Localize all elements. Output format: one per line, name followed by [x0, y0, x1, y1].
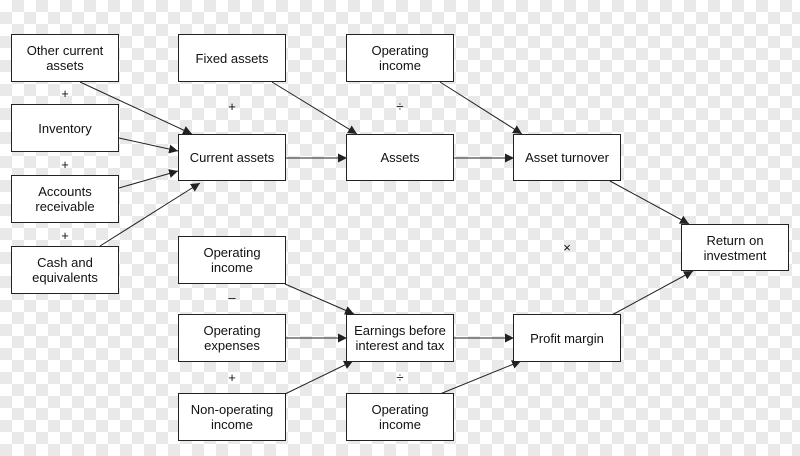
operator-plus: + [228, 99, 236, 114]
node-fixed-assets-label: Fixed assets [195, 50, 269, 66]
operator-plus: + [61, 228, 69, 243]
node-current-assets-label: Current assets [189, 150, 275, 165]
edge-asset-turnover-to-roi [609, 180, 690, 225]
edge-non-operating-income-to-ebit [284, 360, 354, 395]
node-fixed-assets: Fixed assets [178, 34, 286, 82]
edge-other-current-assets-to-current-assets [79, 81, 193, 135]
edge-operating-income-to-asset-turnover [439, 81, 523, 135]
edge-cash-to-current-assets [99, 182, 201, 247]
node-inventory: Inventory [11, 104, 119, 152]
node-profit-margin: Profit margin [513, 314, 621, 362]
operator-multiply: × [563, 240, 571, 255]
node-asset-turnover: Asset turnover [513, 134, 621, 181]
edge-operating-income-to-profit-margin [439, 360, 522, 395]
node-assets-label: Assets [380, 150, 420, 165]
operator-minus: – [228, 290, 236, 305]
edge-operating-income-to-ebit [284, 283, 355, 315]
edge-profit-margin-to-roi [609, 270, 694, 317]
operator-plus: + [61, 157, 69, 172]
operator-divide: ÷ [396, 370, 404, 385]
node-assets: Assets [346, 134, 454, 181]
node-current-assets: Current assets [178, 134, 286, 181]
operator-plus: + [61, 86, 69, 101]
operator-divide: ÷ [396, 99, 404, 114]
edge-fixed-assets-to-assets [271, 81, 358, 135]
edge-inventory-to-current-assets [118, 137, 179, 154]
node-asset-turnover-label: Asset turnover [525, 150, 609, 165]
operator-plus: + [228, 370, 236, 385]
node-inventory-label: Inventory [38, 120, 92, 136]
node-profit-margin-label: Profit margin [530, 330, 604, 346]
edge-accounts-receivable-to-current-assets [118, 169, 179, 189]
